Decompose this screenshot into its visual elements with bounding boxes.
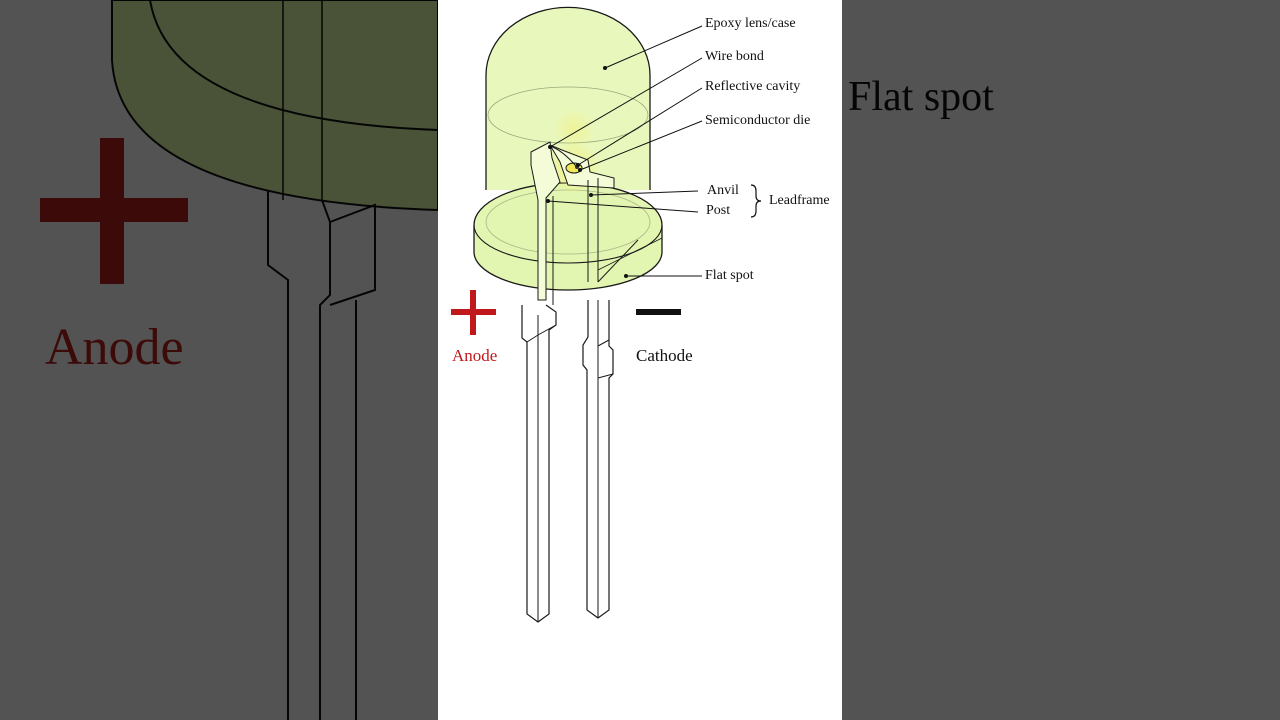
cathode-inner-lead: [587, 178, 599, 282]
label-flat-spot: Flat spot: [705, 268, 754, 283]
minus-symbol: [636, 309, 681, 315]
label-anode: Anode: [452, 346, 498, 365]
epoxy-lens: [485, 6, 651, 190]
leadframe-brace: [750, 184, 762, 218]
label-anvil: Anvil: [707, 183, 739, 198]
leader-lines: [547, 25, 703, 277]
led-diagram-panel: Epoxy lens/case Wire bond Reflective cav…: [438, 0, 842, 720]
wire-bond-wire: [549, 145, 577, 167]
label-post: Post: [706, 203, 731, 218]
label-reflective-cavity: Reflective cavity: [705, 79, 801, 94]
flat-spot-face: [597, 237, 663, 271]
label-cathode: Cathode: [636, 346, 693, 365]
anode-lead: [521, 304, 557, 623]
led-diagram: [451, 6, 762, 623]
background-zoom-right: Flat spot: [842, 0, 1280, 720]
background-zoom-left: Anode: [0, 0, 438, 720]
background-dim-overlay: [842, 0, 1280, 720]
background-dim-overlay: [0, 0, 438, 720]
post: [530, 141, 561, 301]
flange-top-edge: [473, 224, 663, 264]
leader-dots: [546, 66, 628, 278]
light-glow: [552, 107, 596, 151]
plus-symbol-horizontal: [451, 309, 496, 315]
label-semiconductor-die: Semiconductor die: [705, 113, 811, 128]
label-epoxy-lens: Epoxy lens/case: [705, 16, 796, 31]
label-leadframe: Leadframe: [769, 193, 830, 208]
label-wire-bond: Wire bond: [705, 49, 764, 64]
flat-spot-edge: [597, 239, 639, 283]
lens-flange: [473, 182, 663, 291]
